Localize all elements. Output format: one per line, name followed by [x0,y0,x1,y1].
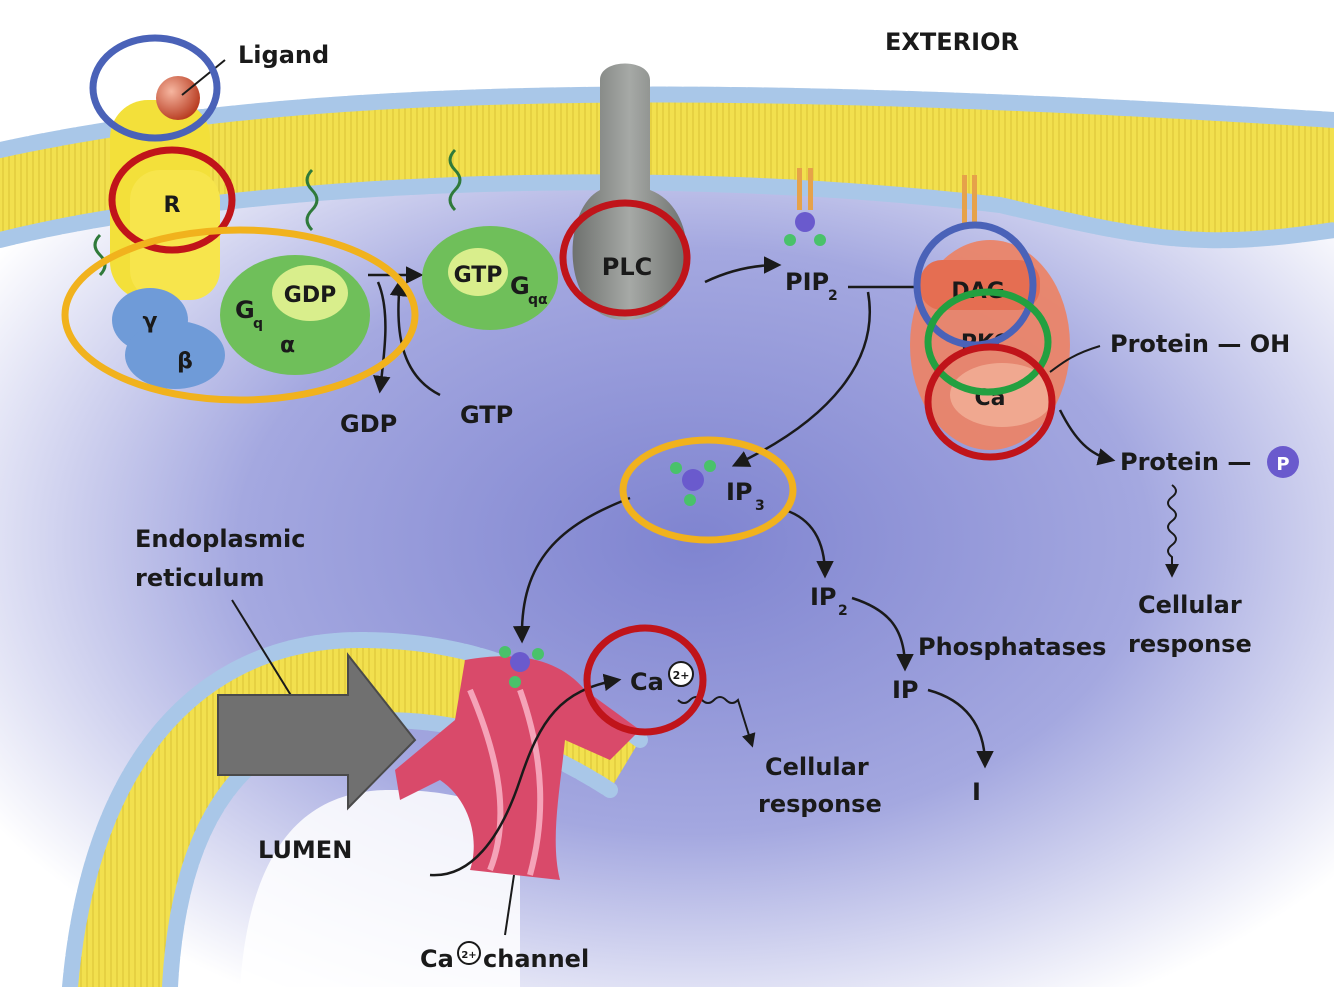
plc-label: PLC [602,253,653,281]
er-label-line2: reticulum [135,564,264,592]
gq-subscript: q [253,316,263,332]
lumen-label: LUMEN [258,836,352,864]
cellular-response-right-line1: Cellular [1138,591,1242,619]
ip3-to-ip2-arrow [784,508,834,579]
plc-enzyme: PLC [572,63,687,320]
ligand-label: Ligand [238,41,329,69]
protein-oh-label: Protein — OH [1110,330,1290,358]
protein-p-label: Protein — [1120,448,1251,476]
ca-channel-ca-label: Ca [420,945,454,973]
charge-icon [668,661,694,687]
exterior-label: EXTERIOR [885,28,1019,56]
g-beta-gamma: γ β [93,233,225,389]
ip2-label: IP [810,583,837,611]
cellular-response-center-line2: response [758,790,882,818]
phosphatases-label: Phosphatases [918,633,1106,661]
ip2-to-ip-arrow [851,596,914,672]
gdp-release-arrow [373,281,391,394]
g-alpha-gtp: GTP G qα [422,148,558,330]
ca-channel-leader [504,874,515,936]
ca-release-arrow [429,673,622,877]
gtp-in-label: GTP [460,401,513,429]
ip-label: IP [892,676,919,704]
gdp-inner-label: GDP [284,283,336,308]
highlight-ca-pkc [924,343,1056,461]
er-leader [231,599,301,711]
highlight-circles [61,34,1056,736]
ca-channel [395,646,640,880]
protein-oh-line [1049,345,1101,373]
pip2-to-ip3-arrow [731,291,871,467]
gdp-out-label: GDP [340,410,397,438]
ca-channel-label: channel [483,945,589,973]
gtp-inner-label: GTP [454,263,503,288]
inositol-label: I [972,778,981,806]
ligand-molecule [156,76,200,120]
phosphate-icon [1267,446,1299,478]
highlight-pkc [924,288,1052,396]
gqa-subscript: qα [528,292,548,308]
alpha-label: α [280,333,295,358]
highlight-ligand [89,34,221,142]
channel-charge-icon [457,941,481,965]
er-label-line1: Endoplasmic [135,525,306,553]
pip2-label: PIP [785,268,829,296]
beta-label: β [177,349,193,374]
highlight-ca-release [583,624,707,736]
ip2-subscript: 2 [838,603,848,619]
ip3-label: IP [726,478,753,506]
response-squiggle-center [677,696,756,748]
phosphate-label: P [1276,454,1289,475]
pip2-molecule [784,168,826,246]
response-squiggle-right [1165,484,1179,578]
receptor-label: R [164,193,181,218]
phosphorylation-arrow [1058,409,1116,466]
highlight-receptor [108,146,236,254]
ip3-subscript: 3 [755,498,765,514]
pip2-subscript: 2 [828,288,838,304]
highlight-plc [559,199,691,317]
highlight-ip3 [619,436,797,544]
highlight-g-protein [61,226,419,404]
cellular-response-right-line2: response [1128,630,1252,658]
ip3-molecule [670,460,716,506]
plc-to-pip2-arrow [704,256,782,284]
ca-release-label: Ca [630,668,664,696]
ca-release-charge: 2+ [673,669,690,682]
cellular-response-center-line1: Cellular [765,753,869,781]
gamma-label: γ [143,309,158,334]
gq-label: G [235,296,255,324]
gqa-label: G [510,272,530,300]
g-alpha-gdp: GDP G q α [220,168,370,375]
ip3-to-channel-arrow [512,496,631,644]
er-pointer-arrow [217,652,417,811]
ca-channel-charge: 2+ [461,950,476,961]
ligand-leader [181,59,226,96]
ip-to-i-arrow [927,688,994,769]
